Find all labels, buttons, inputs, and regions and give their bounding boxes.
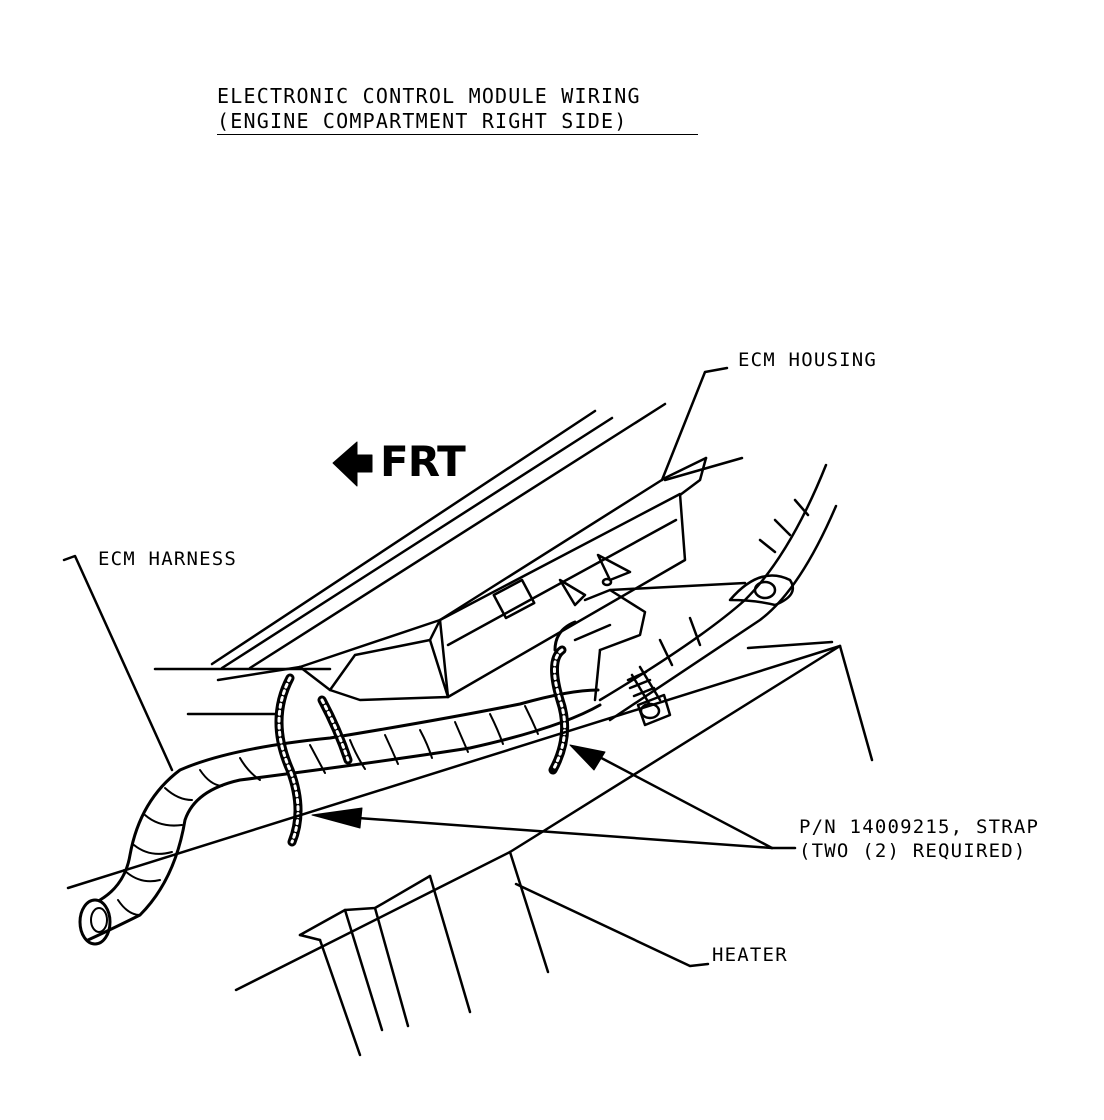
diagram-title-line1: ELECTRONIC CONTROL MODULE WIRING (217, 84, 641, 108)
diagram-title-line2: (ENGINE COMPARTMENT RIGHT SIDE) (217, 109, 628, 133)
harness-right-section (600, 465, 836, 720)
heater-panels (68, 642, 872, 1055)
harness-wrap-ribs (118, 706, 538, 915)
strap-left (279, 678, 348, 842)
ecm-housing-shape (218, 458, 793, 725)
left-arrow-icon (333, 442, 372, 486)
title-underline (217, 134, 698, 135)
leader-lines (64, 368, 795, 966)
front-direction-label: FRT (380, 437, 466, 486)
leader-arrowheads (312, 745, 605, 828)
strap-label-line2: (TWO (2) REQUIRED) (799, 840, 1027, 862)
ecm-harness-label: ECM HARNESS (98, 548, 238, 570)
strap-right (553, 622, 575, 770)
ecm-housing-label: ECM HOUSING (738, 349, 878, 371)
upper-panel-lines (155, 404, 665, 714)
strap-label-line1: P/N 14009215, STRAP (799, 816, 1040, 838)
heater-label: HEATER (712, 944, 788, 966)
